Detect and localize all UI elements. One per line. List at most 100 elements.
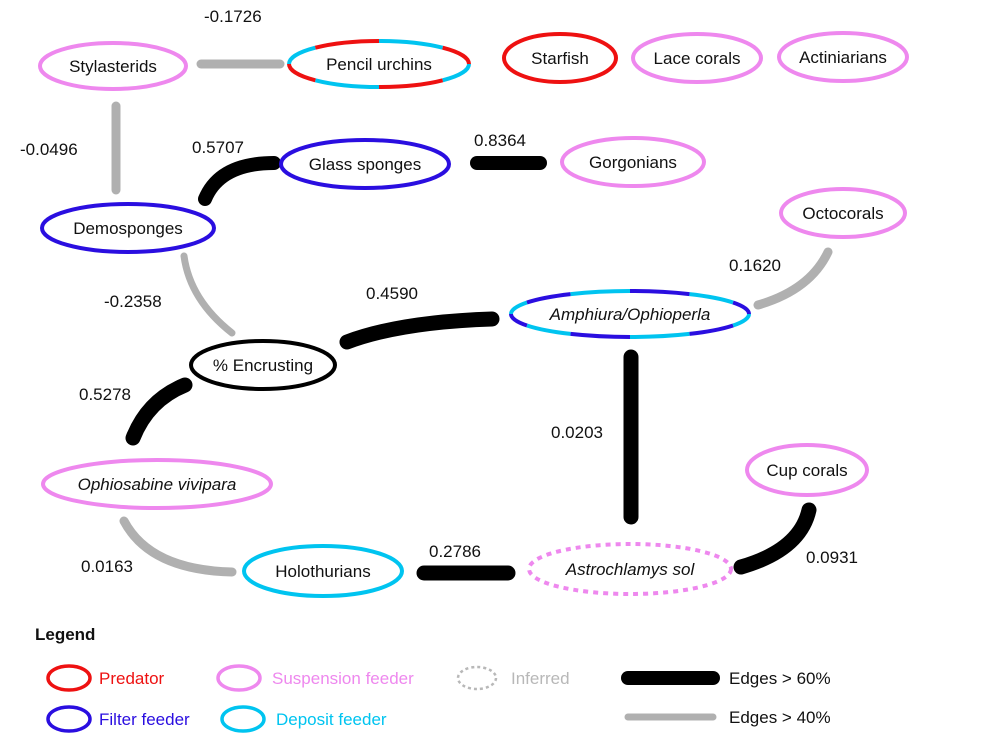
edge-label: 0.0163 [81,557,133,576]
node-label: Demosponges [73,219,183,238]
legend-predator-label: Predator [99,669,165,688]
node-ellipse [745,443,869,497]
edge-demosponges-encrusting [180,252,236,337]
node-border-segment [689,292,734,305]
node-glass: Glass sponges [279,138,451,190]
node-ellipse [777,31,909,83]
node-border-segment [314,39,380,50]
node-pencil: Pencil urchins [287,39,471,89]
node-ellipse [279,138,451,190]
node-ellipse [560,136,706,188]
edges [111,59,833,581]
node-starfish: Starfish [502,32,618,84]
node-ellipse [502,32,618,84]
edge-label: -0.1726 [204,7,262,26]
node-ellipse [631,32,763,84]
node-border-segment [287,45,316,65]
node-astro: Astrochlamys sol [527,542,733,596]
edge-label: -0.2358 [104,292,162,311]
node-stylasterids: Stylasterids [38,41,188,91]
edge-label: 0.4590 [366,284,418,303]
edge-octocorals-amphiura [753,247,833,310]
node-cup: Cup corals [745,443,869,497]
node-ophio: Ophiosabine vivipara [41,458,273,510]
node-encr: % Encrusting [189,339,337,391]
legend-inferred-label: Inferred [511,669,570,688]
node-border-segment [732,300,751,315]
node-border-segment [526,323,571,336]
legend-strong-edge-label: Edges > 60% [729,669,831,688]
node-label: Lace corals [654,49,741,68]
node-label: Ophiosabine vivipara [78,475,237,494]
edge-label: 0.0931 [806,548,858,567]
node-ellipse [511,291,749,337]
node-border-segment [378,39,444,50]
node-ellipse [41,458,273,510]
edge-ophiosabine-holothurians [119,516,237,577]
legend-deposit-swatch [220,705,266,733]
node-label: Gorgonians [589,153,677,172]
node-holo: Holothurians [242,544,404,598]
node-label: Actiniarians [799,48,887,67]
node-ellipse [289,41,469,87]
node-border-segment [629,331,690,339]
node-border-segment [509,300,528,315]
edge-label: 0.5707 [192,138,244,157]
node-label: Octocorals [802,204,883,223]
edge-labels: -0.1726 -0.0496 0.5707 0.8364 -0.2358 0.… [20,7,858,576]
edge-label: 0.0203 [551,423,603,442]
legend-filter-label: Filter feeder [99,710,190,729]
edge-label: 0.2786 [429,542,481,561]
node-ellipse [242,544,404,598]
node-gorgon: Gorgonians [560,136,706,188]
node-ellipse [38,41,188,91]
node-label: Pencil urchins [326,55,432,74]
node-border-segment [442,45,471,65]
legend: Legend Predator Suspension feeder Inferr… [35,625,831,733]
node-lace: Lace corals [631,32,763,84]
node-border-segment [509,313,528,328]
legend-inferred-swatch [456,665,498,691]
node-label: Starfish [531,49,589,68]
legend-weak-edge-label: Edges > 40% [729,708,831,727]
legend-filter-swatch [46,705,92,733]
edge-encrusting-amphiura [339,311,500,350]
node-border-segment [314,78,380,89]
node-label: Cup corals [766,461,847,480]
node-border-segment [570,289,631,297]
node-ellipse [779,187,907,239]
node-label: Astrochlamys sol [565,560,696,579]
edge-astrochlamys-cupcorals [733,502,817,575]
node-border-segment [732,313,751,328]
nodes: Stylasterids Pencil urchins Starfish Lace c… [38,31,909,598]
node-border-segment [442,63,471,83]
legend-suspension-label: Suspension feeder [272,669,414,688]
node-border-segment [629,289,690,297]
node-label: Holothurians [275,562,370,581]
node-border-segment [378,78,444,89]
node-label: Amphiura/Ophioperla [549,305,711,324]
node-border-segment [287,63,316,83]
edge-label: 0.1620 [729,256,781,275]
edge-label: 0.5278 [79,385,131,404]
legend-title: Legend [35,625,95,644]
edge-demosponges-glass [198,156,281,206]
edge-label: 0.8364 [474,131,526,150]
legend-suspension-swatch [216,664,262,692]
legend-deposit-label: Deposit feeder [276,710,387,729]
node-demo: Demosponges [40,202,216,254]
node-ellipse [527,542,733,596]
node-label: % Encrusting [213,356,313,375]
node-label: Glass sponges [309,155,421,174]
edge-label: -0.0496 [20,140,78,159]
node-border-segment [570,331,631,339]
node-label: Stylasterids [69,57,157,76]
node-octo: Octocorals [779,187,907,239]
legend-predator-swatch [46,664,92,692]
node-ellipse [189,339,337,391]
node-amph: Amphiura/Ophioperla [509,289,751,339]
node-border-segment [526,292,571,305]
node-ellipse [40,202,216,254]
node-actin: Actiniarians [777,31,909,83]
